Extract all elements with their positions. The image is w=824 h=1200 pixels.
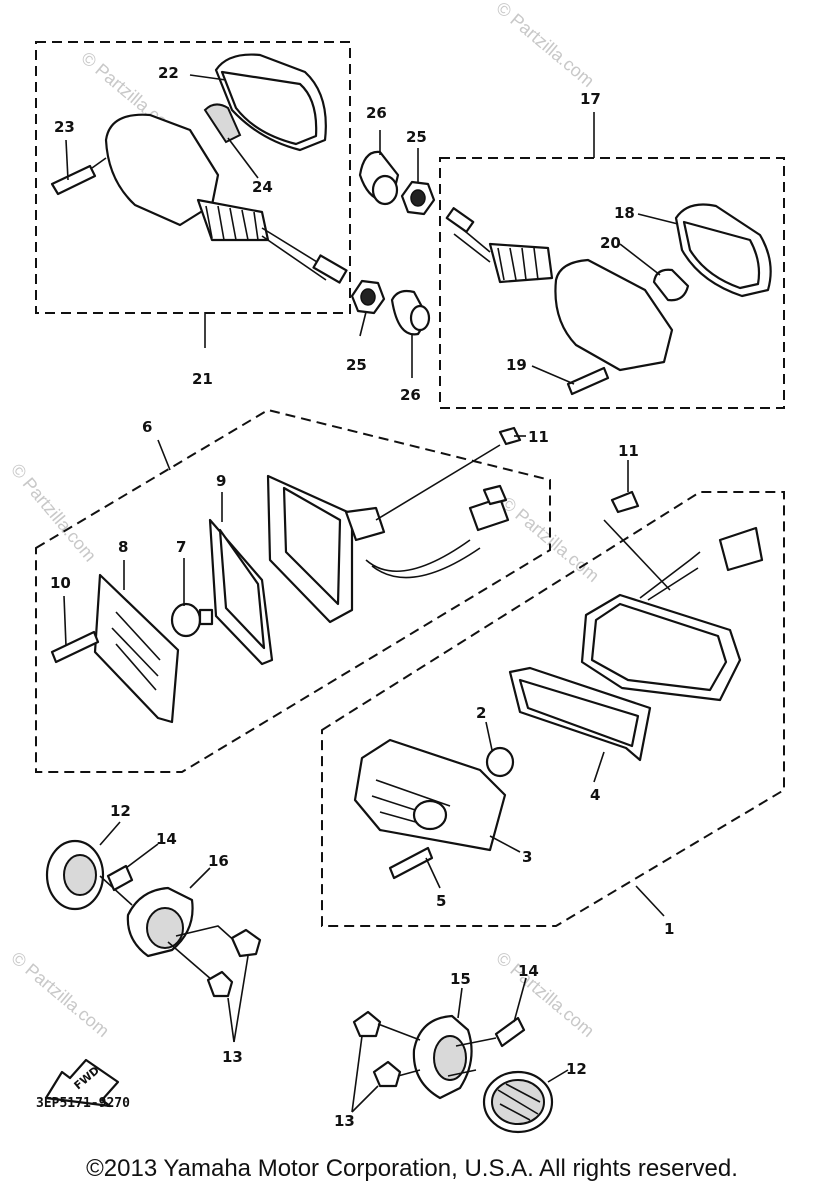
callout-14-right: 14 (518, 962, 539, 980)
callout-8: 8 (118, 538, 128, 556)
assembly-21-outline (35, 41, 351, 314)
callout-4: 4 (590, 786, 600, 804)
nut-25-lower (350, 279, 386, 315)
reflector-bracket-left (45, 839, 262, 998)
callout-22: 22 (158, 64, 179, 82)
callout-21: 21 (192, 370, 213, 388)
reflector-bracket-right (352, 1010, 554, 1134)
callout-2: 2 (476, 704, 486, 722)
turn-signal-17 (445, 203, 772, 396)
callout-15: 15 (450, 970, 471, 988)
callout-18: 18 (614, 204, 635, 222)
callout-20: 20 (600, 234, 621, 252)
callout-1: 1 (664, 920, 674, 938)
callout-6: 6 (142, 418, 152, 436)
callout-19: 19 (506, 356, 527, 374)
callout-13-left: 13 (222, 1048, 243, 1066)
grommet-26-lower (390, 289, 431, 336)
callout-3: 3 (522, 848, 532, 866)
assembly-17-outline (439, 157, 785, 409)
fwd-arrow-icon: FWD (44, 1058, 120, 1108)
callout-10: 10 (50, 574, 71, 592)
callout-12-left: 12 (110, 802, 131, 820)
watermark: © Partzilla.com (7, 948, 113, 1041)
callout-7: 7 (176, 538, 186, 556)
callout-9: 9 (216, 472, 226, 490)
copyright-notice: ©2013 Yamaha Motor Corporation, U.S.A. A… (86, 1155, 738, 1182)
grommet-26-upper (358, 150, 400, 206)
callout-25-upper: 25 (406, 128, 427, 146)
callout-11-left: 11 (528, 428, 549, 446)
callout-5: 5 (436, 892, 446, 910)
catalog-code: 3EP5171-9270 (36, 1096, 130, 1111)
assembly-6-outline (35, 408, 551, 773)
watermark: © Partzilla.com (492, 0, 598, 91)
callout-23: 23 (54, 118, 75, 136)
callout-11-right: 11 (618, 442, 639, 460)
callout-24: 24 (252, 178, 273, 196)
callout-26-lower: 26 (400, 386, 421, 404)
callout-14-left: 14 (156, 830, 177, 848)
turn-signal-21 (50, 53, 348, 284)
rear-flasher-6 (50, 426, 522, 724)
callout-26-upper: 26 (366, 104, 387, 122)
assembly-1-outline (321, 491, 785, 927)
callout-13-right: 13 (334, 1112, 355, 1130)
nut-25-upper (400, 180, 436, 216)
callout-16: 16 (208, 852, 229, 870)
watermark: © Partzilla.com (7, 460, 100, 566)
rear-flasher-1 (353, 490, 764, 880)
leader-lines (63, 74, 679, 1113)
callout-25-lower: 25 (346, 356, 367, 374)
callout-12-right: 12 (566, 1060, 587, 1078)
callout-17: 17 (580, 90, 601, 108)
